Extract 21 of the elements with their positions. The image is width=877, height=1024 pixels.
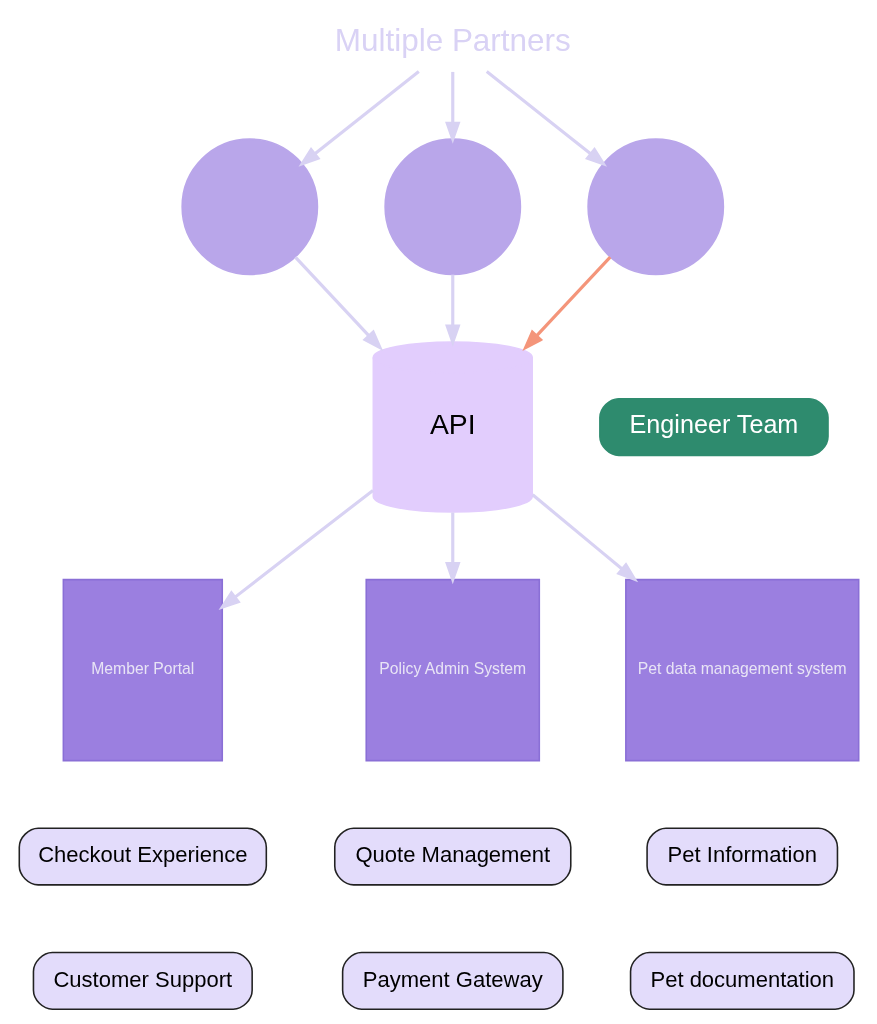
node-person xyxy=(180,138,318,276)
arrow xyxy=(297,70,420,167)
arrow xyxy=(521,256,611,351)
arrow xyxy=(293,256,383,351)
arrow xyxy=(444,512,460,585)
arrow xyxy=(531,493,638,583)
node-box: Checkout Experience xyxy=(18,827,267,886)
arrow xyxy=(444,71,460,144)
node-box: Payment Gateway xyxy=(341,951,564,1010)
node-person xyxy=(383,138,521,276)
node-box: Quote Management xyxy=(333,827,572,886)
arrow xyxy=(218,489,374,610)
node-box: Engineer Team xyxy=(598,397,829,457)
node-box: Pet data management system xyxy=(624,578,859,762)
arrow xyxy=(485,70,607,167)
arrow xyxy=(444,274,460,347)
node-box: Pet Information xyxy=(645,827,838,886)
node-box: Pet documentation xyxy=(629,951,855,1010)
node-box: Member Portal xyxy=(62,578,223,762)
node-box: Customer Support xyxy=(32,951,253,1010)
node-box: Policy Admin System xyxy=(364,578,540,762)
